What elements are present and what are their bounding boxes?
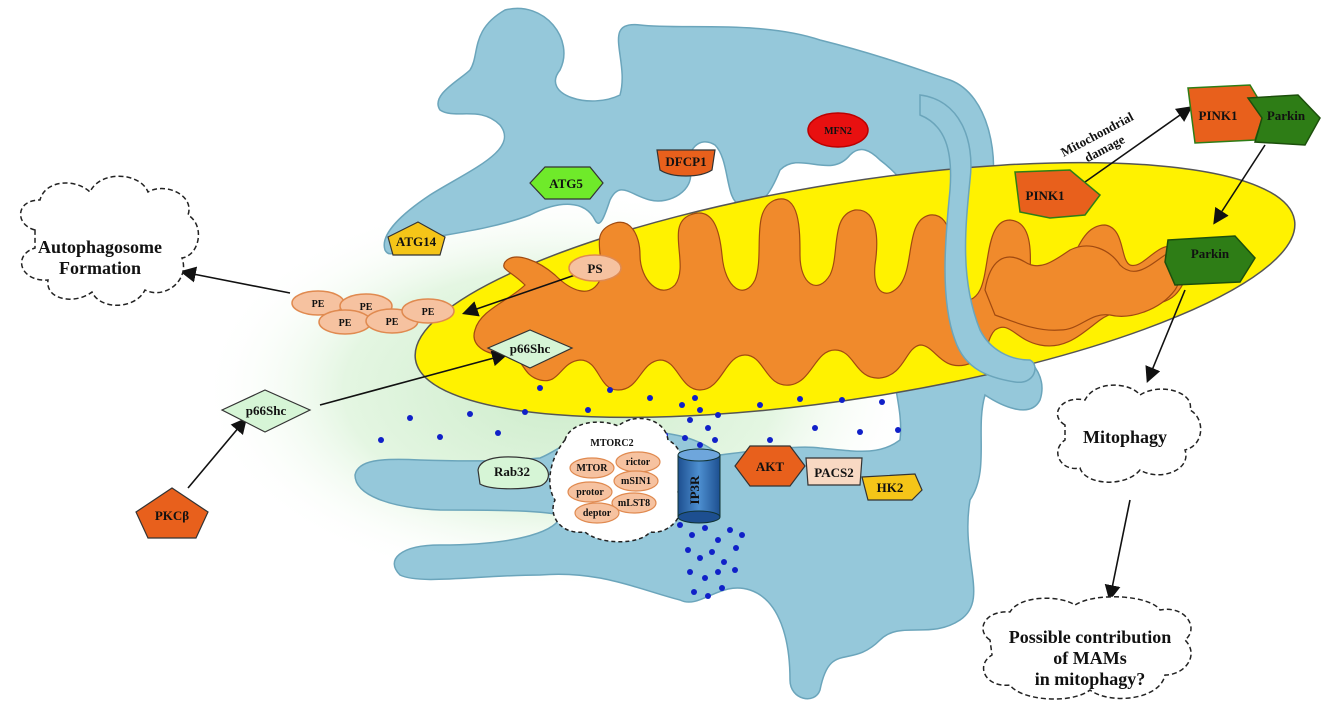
possible-label-line3: in mitophagy? xyxy=(1035,669,1146,689)
atg5-label: ATG5 xyxy=(549,176,583,191)
ps-lipid: PS xyxy=(569,255,621,281)
pkcb-protein: PKCβ xyxy=(136,488,208,538)
pe-label-4: PE xyxy=(386,317,399,328)
rictor-label: rictor xyxy=(626,457,651,468)
pacs2-protein: PACS2 xyxy=(806,458,862,485)
mfn2-protein: MFN2 xyxy=(808,113,868,147)
ip3r-channel: IP3R xyxy=(678,449,720,523)
protor-label: protor xyxy=(576,487,604,498)
pe-label-2: PE xyxy=(360,302,373,313)
parkin-mito-protein: Parkin xyxy=(1165,236,1255,285)
pe-label-1: PE xyxy=(312,299,325,310)
ps-label: PS xyxy=(587,261,602,276)
deptor-label: deptor xyxy=(583,508,612,519)
atg14-label: ATG14 xyxy=(396,234,437,249)
possible-label-line1: Possible contribution xyxy=(1009,627,1172,647)
possible-contribution-cloud: Possible contribution of MAMs in mitopha… xyxy=(983,597,1191,699)
msin1-label: mSIN1 xyxy=(621,476,651,487)
pacs2-label: PACS2 xyxy=(814,465,853,480)
parkin-mito-label: Parkin xyxy=(1191,246,1230,261)
mtor-label: MTOR xyxy=(577,463,609,474)
dfcp1-label: DFCP1 xyxy=(665,154,706,169)
mitophagy-cloud: Mitophagy xyxy=(1057,385,1200,482)
akt-protein: AKT xyxy=(735,446,805,486)
mlst8-label: mLST8 xyxy=(618,498,650,509)
hk2-protein: HK2 xyxy=(862,474,922,500)
rab32-protein: Rab32 xyxy=(478,457,548,489)
p66shc-mito-label: p66Shc xyxy=(510,341,551,356)
parkin-top-label: Parkin xyxy=(1267,108,1306,123)
mtorc2-complex: MTORC2 MTOR rictor mSIN1 protor mLST8 de… xyxy=(550,418,685,541)
mfn2-label: MFN2 xyxy=(824,126,852,137)
pe-label-3: PE xyxy=(339,318,352,329)
autophagosome-label-line2: Formation xyxy=(59,258,141,278)
mtorc2-label: MTORC2 xyxy=(590,438,633,449)
pink1-parkin-complex: PINK1 Parkin xyxy=(1188,85,1320,145)
autophagosome-label-line1: Autophagosome xyxy=(38,237,162,257)
possible-label-line2: of MAMs xyxy=(1053,648,1126,668)
rab32-label: Rab32 xyxy=(494,464,530,479)
pkcb-label: PKCβ xyxy=(155,508,189,523)
pink1-top-label: PINK1 xyxy=(1199,108,1238,123)
ip3r-label: IP3R xyxy=(687,475,702,505)
atg5-protein: ATG5 xyxy=(530,167,603,199)
pe-label-5: PE xyxy=(422,307,435,318)
mitophagy-label: Mitophagy xyxy=(1083,427,1167,447)
pink1-mito-label: PINK1 xyxy=(1026,188,1065,203)
akt-label: AKT xyxy=(756,459,785,474)
autophagosome-cloud: Autophagosome Formation xyxy=(21,176,199,305)
dfcp1-protein: DFCP1 xyxy=(657,150,715,176)
p66shc-cyto-label: p66Shc xyxy=(246,403,287,418)
hk2-label: HK2 xyxy=(877,480,904,495)
